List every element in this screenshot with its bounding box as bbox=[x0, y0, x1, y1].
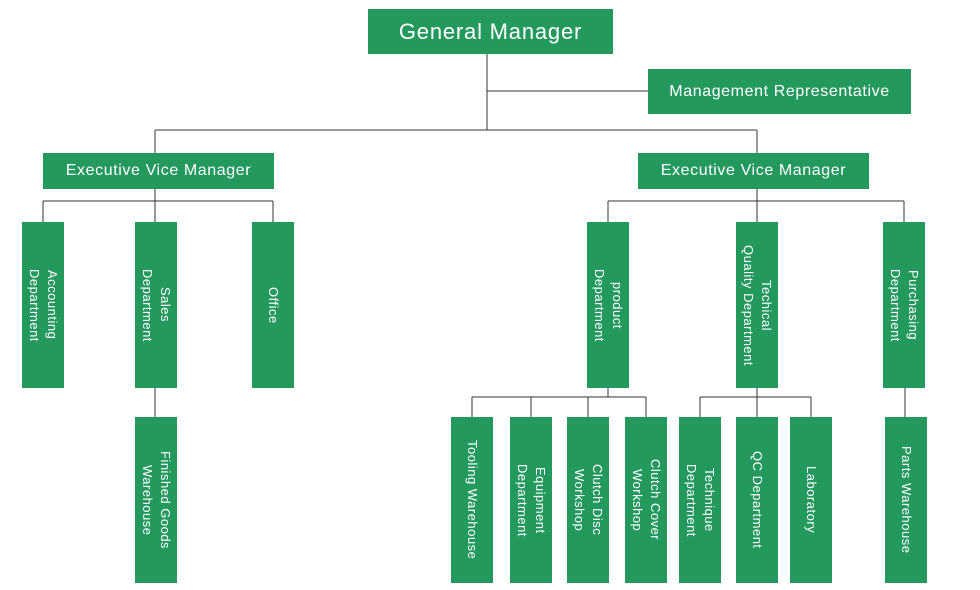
purchasing-department-box: Purchasing Department bbox=[883, 222, 925, 388]
parts-warehouse-label: Parts Warehouse bbox=[899, 446, 914, 554]
laboratory-label: Laboratory bbox=[804, 466, 819, 534]
general-manager-label: General Manager bbox=[398, 18, 583, 44]
executive-vice-manager-left-label: Executive Vice Manager bbox=[65, 162, 252, 179]
product-department-box: product Department bbox=[587, 222, 629, 388]
technique-department-box: Technique Department bbox=[679, 417, 721, 583]
clutch-disc-workshop-label: Clutch Disc Workshop bbox=[572, 464, 605, 536]
executive-vice-manager-right-box: Executive Vice Manager bbox=[638, 153, 869, 189]
purchasing-department-label: Purchasing Department bbox=[888, 268, 921, 342]
general-manager-box: General Manager bbox=[368, 9, 613, 54]
qc-department-label: QC Department bbox=[750, 451, 765, 549]
finished-goods-warehouse-box: Finished Goods Warehouse bbox=[135, 417, 177, 583]
tooling-warehouse-label: Tooling Warehouse bbox=[465, 440, 480, 560]
parts-warehouse-box: Parts Warehouse bbox=[885, 417, 927, 583]
office-box: Office bbox=[252, 222, 294, 388]
accounting-department-box: Accounting Department bbox=[22, 222, 64, 388]
sales-department-box: Sales Department bbox=[135, 222, 177, 388]
clutch-cover-workshop-box: Clutch Cover Workshop bbox=[625, 417, 667, 583]
equipment-department-box: Equipment Department bbox=[510, 417, 552, 583]
laboratory-box: Laboratory bbox=[790, 417, 832, 583]
qc-department-box: QC Department bbox=[736, 417, 778, 583]
clutch-disc-workshop-box: Clutch Disc Workshop bbox=[567, 417, 609, 583]
technical-quality-department-label: Techical Quality Department bbox=[741, 244, 774, 366]
executive-vice-manager-left-box: Executive Vice Manager bbox=[43, 153, 274, 189]
technical-quality-department-box: Techical Quality Department bbox=[736, 222, 778, 388]
tooling-warehouse-box: Tooling Warehouse bbox=[451, 417, 493, 583]
finished-goods-warehouse-label: Finished Goods Warehouse bbox=[140, 450, 173, 550]
management-representative-label: Management Representative bbox=[669, 82, 890, 100]
executive-vice-manager-right-label: Executive Vice Manager bbox=[660, 162, 847, 179]
equipment-department-label: Equipment Department bbox=[515, 463, 548, 537]
clutch-cover-workshop-label: Clutch Cover Workshop bbox=[630, 459, 663, 541]
office-label: Office bbox=[266, 286, 281, 324]
technique-department-label: Technique Department bbox=[684, 463, 717, 537]
management-representative-box: Management Representative bbox=[648, 69, 911, 114]
sales-department-label: Sales Department bbox=[140, 268, 173, 342]
product-department-label: product Department bbox=[592, 268, 625, 342]
accounting-department-label: Accounting Department bbox=[27, 268, 60, 342]
